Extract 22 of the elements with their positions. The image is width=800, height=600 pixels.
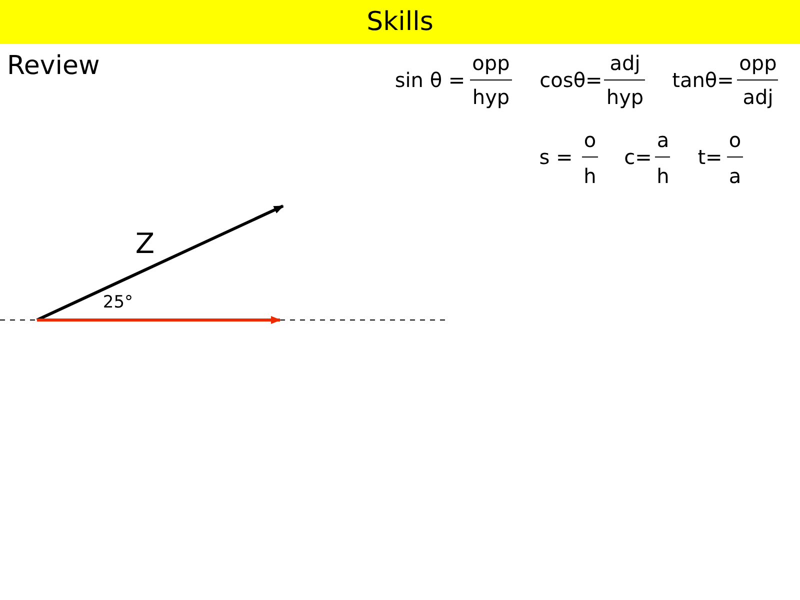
formula-text: cosθ= — [540, 70, 602, 90]
formula-text: sin θ = — [394, 70, 466, 90]
formula-text: t= — [698, 147, 722, 167]
numerator: o — [584, 130, 596, 150]
formula-text: c= — [624, 147, 652, 167]
numerator: adj — [610, 53, 640, 73]
denominator: hyp — [472, 87, 510, 107]
section-heading: Review — [7, 53, 100, 79]
numerator: opp — [739, 53, 777, 73]
denominator: adj — [742, 87, 774, 107]
denominator: hyp — [606, 87, 644, 107]
formula-text: s = — [539, 147, 573, 167]
angle-label: 25° — [102, 294, 134, 312]
formula-text: tanθ= — [672, 70, 734, 90]
numerator: o — [728, 130, 742, 150]
denominator: a — [728, 166, 742, 186]
numerator: opp — [472, 53, 510, 73]
slide-title: Skills — [366, 7, 434, 37]
denominator: h — [656, 166, 670, 186]
vector-label: Z — [135, 230, 155, 258]
numerator: a — [656, 130, 670, 150]
denominator: h — [584, 166, 596, 186]
